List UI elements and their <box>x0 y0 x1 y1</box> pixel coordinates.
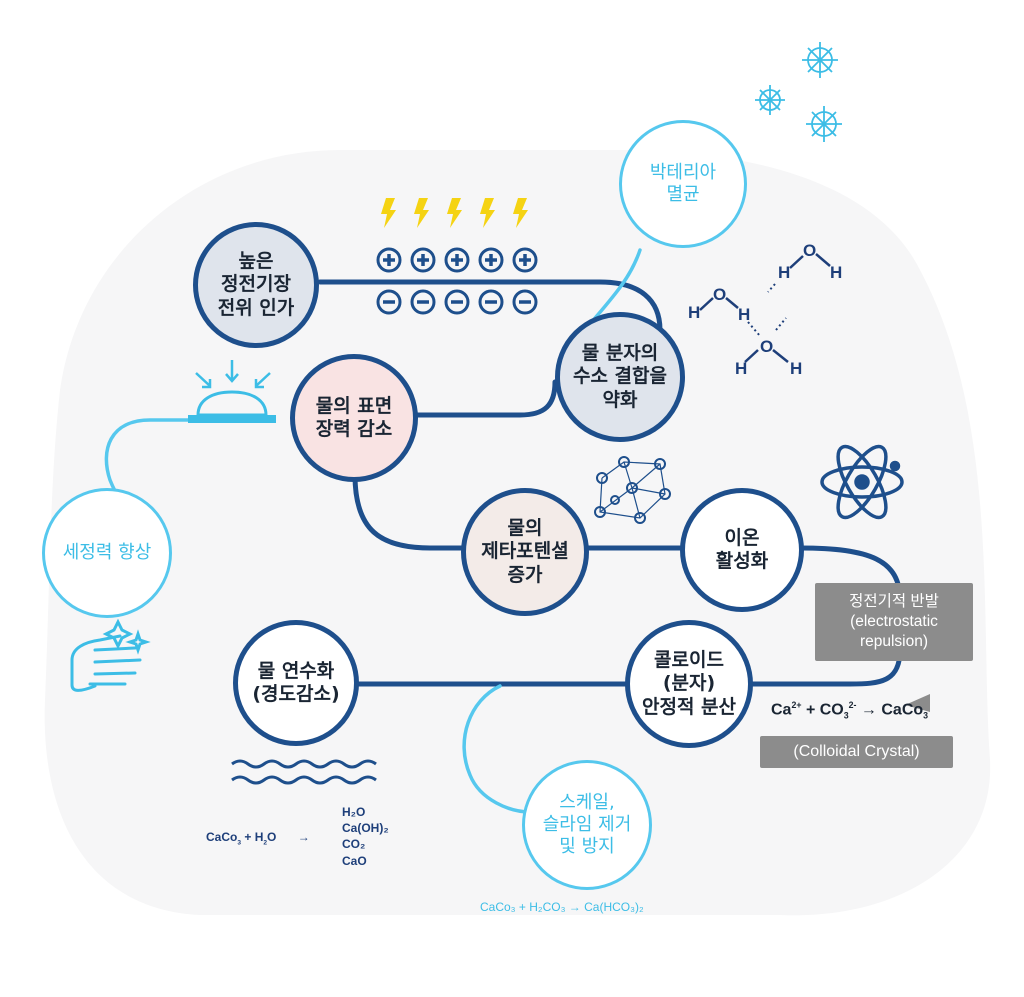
node-surface-tension-label: 물의 표면 장력 감소 <box>315 394 393 440</box>
bacteria-icon <box>802 42 838 78</box>
node-high-voltage: 높은 정전기장 전위 인가 <box>193 222 319 348</box>
electrostatic-label-text: 정전기적 반발 (electrostatic repulsion) <box>849 592 939 651</box>
node-softening-label: 물 연수화 (경도감소) <box>252 659 340 705</box>
bacteria-icons <box>755 42 842 142</box>
plus-charge-icon <box>444 247 470 273</box>
node-colloid-label: 콜로이드 (분자) 안정적 분산 <box>641 649 736 718</box>
node-colloid: 콜로이드 (분자) 안정적 분산 <box>625 620 753 748</box>
plus-charges <box>376 247 538 273</box>
plus-charge-icon <box>512 247 538 273</box>
plus-charge-icon <box>410 247 436 273</box>
lightning-icon <box>447 198 462 228</box>
svg-text:H: H <box>778 263 790 282</box>
hand-sparkle-icon <box>70 618 151 692</box>
node-hydrogen-bond: 물 분자의 수소 결합을 약화 <box>555 312 685 442</box>
node-hydrogen-bond-label: 물 분자의 수소 결합을 약화 <box>572 342 667 411</box>
outcome-cleaning: 세정력 향상 <box>42 488 172 618</box>
node-high-voltage-label: 높은 정전기장 전위 인가 <box>217 250 295 319</box>
minus-charge-icon <box>512 289 538 315</box>
node-softening: 물 연수화 (경도감소) <box>233 620 359 746</box>
electrostatic-label: 정전기적 반발 (electrostatic repulsion) <box>815 583 973 661</box>
node-surface-tension: 물의 표면 장력 감소 <box>290 354 418 482</box>
molecule-network-icon <box>594 456 671 524</box>
droplet-surface-icon <box>188 360 276 423</box>
plus-charge-icon <box>478 247 504 273</box>
node-ion-activation: 이온 활성화 <box>680 488 804 612</box>
svg-text:O: O <box>803 241 816 260</box>
minus-charge-icon <box>410 289 436 315</box>
colloidal-crystal-label-text: (Colloidal Crystal) <box>793 743 920 760</box>
svg-text:O: O <box>760 337 773 356</box>
lightning-icon <box>480 198 495 228</box>
svg-text:H: H <box>790 359 802 378</box>
outcome-scale-label: 스케일, 슬라임 제거 및 방지 <box>542 792 632 857</box>
lightning-icon <box>381 198 396 228</box>
outcome-cleaning-label: 세정력 향상 <box>62 542 152 564</box>
svg-text:O: O <box>713 285 726 304</box>
node-zeta-potential-label: 물의 제타포텐셜 증가 <box>481 517 569 586</box>
outcome-bacteria: 박테리아 멸균 <box>619 120 747 248</box>
lightning-icon <box>513 198 528 228</box>
outcome-scale: 스케일, 슬라임 제거 및 방지 <box>522 760 652 890</box>
atom-icon <box>820 444 904 520</box>
colloidal-crystal-label: (Colloidal Crystal) <box>760 736 953 768</box>
label-pointer <box>905 694 930 712</box>
node-zeta-potential: 물의 제타포텐셜 증가 <box>461 488 589 616</box>
bacteria-icon <box>806 106 842 142</box>
minus-charge-icon <box>376 289 402 315</box>
bacteria-icon <box>755 85 785 115</box>
water-molecule-icon: H O H H O H H O H <box>688 241 842 378</box>
node-ion-activation-label: 이온 활성화 <box>715 526 769 572</box>
svg-text:H: H <box>735 359 747 378</box>
svg-text:H: H <box>688 303 700 322</box>
minus-charge-icon <box>478 289 504 315</box>
outcome-bacteria-label: 박테리아 멸균 <box>649 162 717 205</box>
lightning-icons <box>381 198 528 228</box>
calcium-reaction-formula: Ca2+ + CO32- → CaCo3 <box>771 700 929 721</box>
scale-reaction-formula: CaCo₃ + H₂CO₃ → Ca(HCO₃)₂ <box>480 900 644 914</box>
minus-charge-icon <box>444 289 470 315</box>
svg-text:H: H <box>830 263 842 282</box>
softening-formula-left: CaCo3 + H2O → <box>206 830 310 847</box>
svg-text:H: H <box>738 305 750 324</box>
minus-charges <box>376 289 538 315</box>
wave-icon <box>231 759 377 785</box>
plus-charge-icon <box>376 247 402 273</box>
lightning-icon <box>414 198 429 228</box>
softening-formula-products: H₂O Ca(OH)₂ CO₂ CaO <box>342 805 389 868</box>
